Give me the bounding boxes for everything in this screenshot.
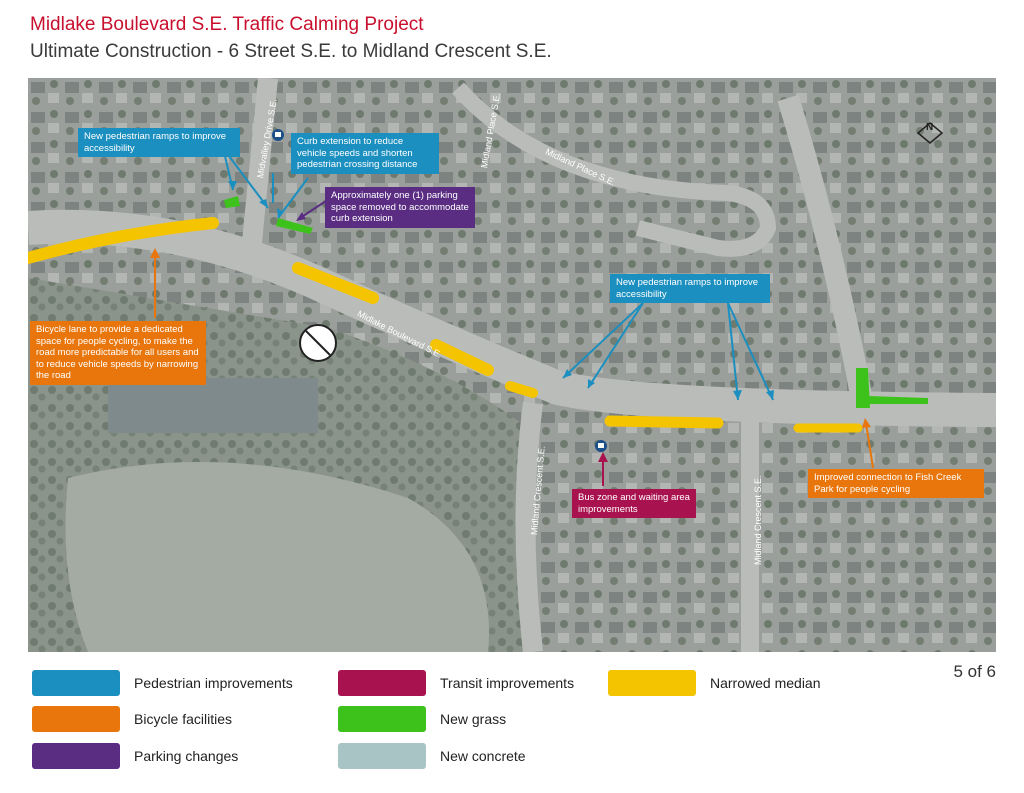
tennis-courts [108, 378, 318, 433]
legend-item-parking: Parking changes [32, 743, 238, 769]
street-label-midland-crescent-2: Midland Crescent S.E. [753, 475, 763, 565]
map-graphics [28, 78, 996, 652]
callout-bus-zone: Bus zone and waiting area improvements [572, 489, 696, 518]
parking-arrowhead [296, 212, 306, 221]
no-cycling-sign-icon [299, 324, 337, 362]
callout-pedestrian-ramps-2: New pedestrian ramps to improve accessib… [610, 274, 770, 303]
legend-swatch [338, 743, 426, 769]
road-midland-place [452, 82, 777, 257]
narrowed-medians [28, 217, 863, 433]
callout-curb-extension: Curb extension to reduce vehicle speeds … [291, 133, 439, 174]
legend-item-grass: New grass [338, 706, 506, 732]
legend-swatch [32, 743, 120, 769]
legend-label: Bicycle facilities [134, 711, 233, 727]
road-midvalley [240, 78, 278, 264]
legend-swatch [32, 706, 120, 732]
legend-label: Transit improvements [440, 675, 575, 691]
new-grass-2 [276, 218, 313, 234]
north-arrow-icon [916, 122, 944, 144]
legend-item-median: Narrowed median [608, 670, 821, 696]
road-midland-crescent-1 [515, 401, 543, 652]
road-midlake [28, 209, 996, 427]
legend-label: New concrete [440, 748, 526, 764]
bus-stop-icon-2 [272, 129, 284, 141]
new-grass-1 [224, 196, 240, 208]
legend-item-concrete: New concrete [338, 743, 526, 769]
callout-parking-removed: Approximately one (1) parking space remo… [325, 187, 475, 228]
new-grass-4 [868, 396, 928, 404]
bike-lane-arrowhead [150, 248, 160, 258]
fish-creek-arrow [865, 422, 874, 469]
road-east [777, 94, 874, 410]
parking-arrow [299, 200, 327, 219]
bus-zone-arrowhead [598, 452, 608, 462]
bus-stop-icon [595, 440, 607, 452]
north-label: N [926, 122, 934, 133]
callout-pedestrian-ramps-1: New pedestrian ramps to improve accessib… [78, 128, 240, 157]
aerial-map[interactable]: Midvalley Drive S.E. Midland Place S.E. … [28, 78, 996, 652]
legend-label: New grass [440, 711, 507, 727]
fish-creek-arrowhead [862, 418, 871, 428]
legend-label: Narrowed median [710, 675, 821, 691]
legend-item-bicycle: Bicycle facilities [32, 706, 232, 732]
legend-label: Pedestrian improvements [134, 675, 293, 691]
callout-fish-creek: Improved connection to Fish Creek Park f… [808, 469, 984, 498]
park-lawn [65, 462, 489, 652]
page-number: 5 of 6 [953, 662, 996, 681]
legend-label: Parking changes [134, 748, 239, 764]
legend-swatch [338, 706, 426, 732]
pedestrian-arrows [222, 147, 774, 401]
page-subtitle: Ultimate Construction - 6 Street S.E. to… [30, 41, 552, 62]
page-title: Midlake Boulevard S.E. Traffic Calming P… [30, 14, 424, 35]
legend-item-transit: Transit improvements [338, 670, 574, 696]
callout-bicycle-lane: Bicycle lane to provide a dedicated spac… [30, 321, 206, 385]
legend-swatch [338, 670, 426, 696]
legend-swatch [608, 670, 696, 696]
new-grass-3 [856, 368, 870, 408]
legend-swatch [32, 670, 120, 696]
legend-item-pedestrian: Pedestrian improvements [32, 670, 293, 696]
pedestrian-arrowheads [228, 181, 774, 400]
